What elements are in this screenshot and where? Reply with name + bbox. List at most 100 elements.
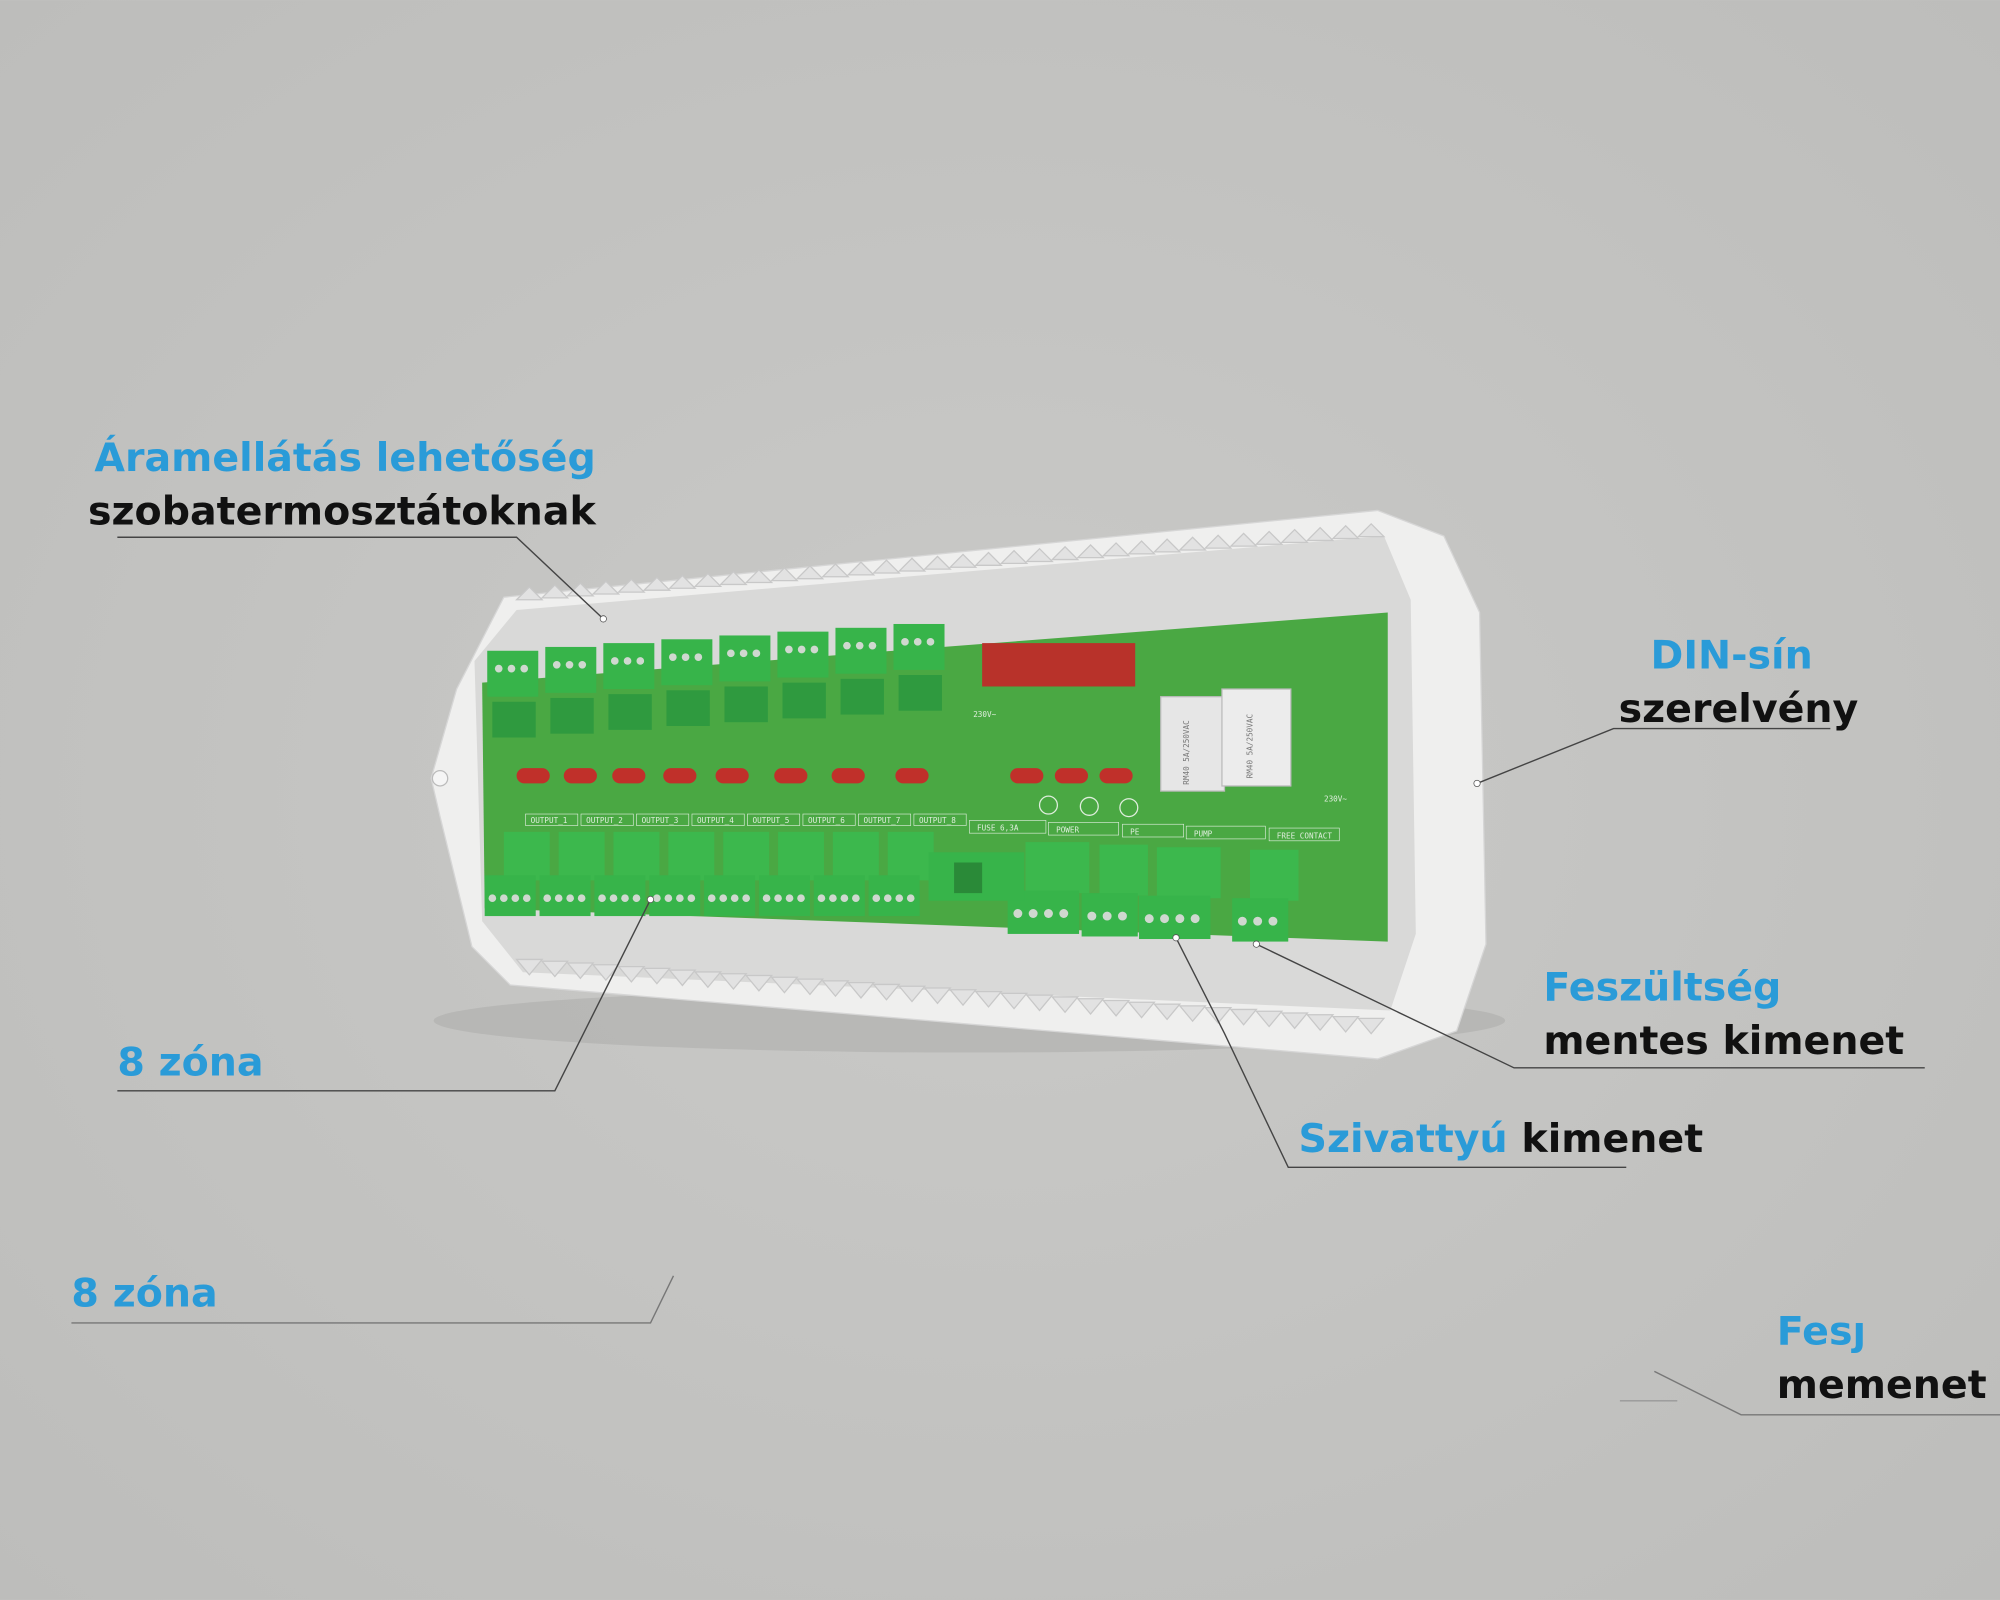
rib [1331, 524, 1360, 540]
rib [540, 960, 569, 978]
screw-icon [774, 894, 782, 903]
rib [1280, 528, 1309, 543]
relay-2: RM40 5A/250VAC [1221, 688, 1292, 787]
screw-icon [1190, 914, 1200, 924]
screw-icon [566, 894, 574, 903]
led-indicator [612, 768, 646, 784]
screw-icon [829, 894, 837, 903]
screw-icon [522, 894, 531, 903]
right-label: POWER [1056, 826, 1079, 835]
screw-icon [554, 894, 563, 903]
housing-ribs-bottom [515, 958, 1386, 1035]
callout-line-din [1476, 727, 1831, 785]
led-indicator [774, 768, 808, 784]
callout-free-contact-subtitle: mentes kimenet [1543, 1018, 1904, 1064]
callout-line-pump [1175, 937, 1627, 1169]
screw-icon [507, 664, 516, 673]
callout-pump-title: Szivattyú [1298, 1116, 1507, 1162]
rib [1306, 1014, 1335, 1032]
screw-icon [752, 649, 761, 658]
output-label-box [636, 813, 690, 826]
rib [566, 962, 595, 980]
right-label: PUMP [1194, 829, 1213, 838]
relay-1-label: RM40 5A/250VAC [1182, 720, 1191, 784]
input-terminal-base [608, 694, 652, 730]
rib [515, 586, 544, 601]
voltage-mark-2: 230V~ [1324, 794, 1347, 803]
rib [999, 549, 1029, 565]
screw-icon [1087, 911, 1097, 921]
screw-icon [511, 894, 520, 903]
input-terminal-block [545, 646, 597, 693]
rib [617, 578, 646, 593]
screw-icon [906, 894, 915, 903]
screw-icon [762, 894, 771, 903]
rib [693, 572, 723, 587]
screw-icon [520, 664, 529, 673]
input-terminal-block [893, 623, 945, 670]
input-terminal-base [550, 697, 594, 734]
rib [795, 565, 825, 580]
rib [974, 990, 1003, 1008]
rib [1305, 526, 1335, 542]
screw-icon [543, 894, 552, 903]
screw-icon [707, 894, 716, 903]
input-terminal-block [487, 650, 539, 697]
rib [948, 553, 978, 568]
controller-device: RM40 5A/250VAC RM40 5A/250VAC 230V~ 230V… [430, 509, 1487, 1060]
screw-icon [840, 894, 849, 903]
rib [948, 989, 978, 1007]
led-indicator [895, 768, 929, 784]
screw-icon [1268, 916, 1278, 926]
output-label: OUTPUT_7 [864, 816, 901, 825]
rib [1076, 543, 1105, 559]
rib [770, 566, 799, 582]
screw-icon [797, 894, 805, 903]
rib [974, 551, 1003, 566]
output-label-box [525, 813, 579, 826]
callout-ghost-subtitle: memenet [1777, 1362, 1987, 1408]
rib [1152, 1003, 1182, 1021]
callout-pump-subtitle: kimenet [1521, 1116, 1703, 1162]
status-leds [516, 768, 1133, 784]
rib [923, 555, 952, 570]
rib [1025, 994, 1054, 1012]
screw-icon [785, 894, 794, 903]
rib [591, 964, 620, 982]
callout-din-subtitle: szerelvény [1619, 686, 1859, 732]
right-label: FUSE 6,3A [977, 824, 1019, 833]
rib [872, 559, 901, 574]
led-indicator [1010, 768, 1044, 784]
input-terminal-block [719, 635, 771, 682]
screw-icon [1253, 916, 1263, 926]
screw-icon [810, 645, 819, 654]
rib [1127, 1001, 1156, 1019]
rib [1229, 1008, 1258, 1026]
rib [897, 557, 927, 572]
power-terminal-top [1025, 842, 1090, 894]
right-label: FREE CONTACT [1277, 831, 1333, 840]
callout-zones-title: 8 zóna [117, 1040, 263, 1086]
callout-line-zones [117, 899, 652, 1092]
screw-icon [855, 641, 864, 650]
rib [1357, 1017, 1386, 1035]
rib [515, 958, 544, 976]
relay-1: RM40 5A/250VAC [1160, 696, 1226, 792]
screw-icon [868, 641, 877, 650]
output-terminal-top [887, 831, 934, 881]
fuse-slot [954, 862, 983, 894]
screw-icon [742, 894, 750, 903]
led-indicator [831, 768, 865, 784]
input-terminal-block [777, 631, 829, 678]
screw-icon [610, 657, 619, 665]
rib [1076, 998, 1105, 1016]
callout-ghost-title: Fesȷ [1777, 1309, 1866, 1355]
screw-icon [609, 894, 618, 903]
rib [719, 973, 748, 991]
screw-icon [785, 645, 793, 654]
rib [897, 985, 927, 1003]
power-symbol-icon [1079, 796, 1099, 816]
rib [719, 570, 748, 586]
